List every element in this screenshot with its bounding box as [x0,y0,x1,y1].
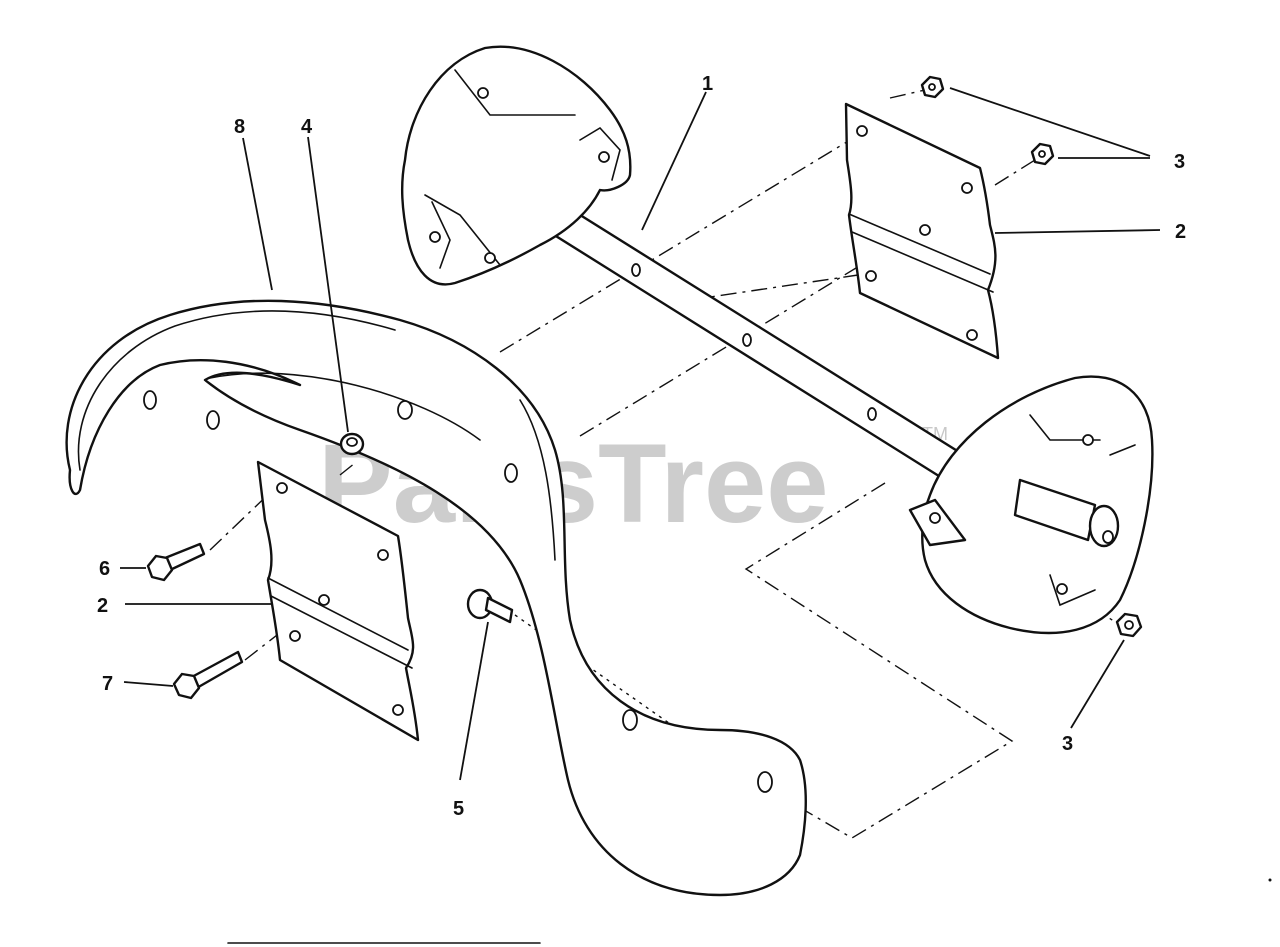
callout-1: 1 [702,73,713,95]
callout-5: 5 [453,798,464,820]
callout-2-upper: 2 [1175,221,1186,243]
callout-2-lower: 2 [97,595,108,617]
hex-nut-2 [1030,142,1055,166]
end-housing-right [908,375,1154,635]
hex-nut-3 [1115,612,1143,638]
auger-flighting [65,299,807,897]
hex-nut-1 [920,75,945,99]
hex-bolt-long [172,650,244,700]
callout-4: 4 [301,116,313,138]
callouts: 1 2 2 3 3 4 5 6 7 8 [97,73,1186,820]
hex-bolt-short [146,542,206,582]
callout-6: 6 [99,558,110,580]
paddle-plate-lower [256,460,420,742]
spacer [339,432,365,456]
end-housing-left [400,45,632,286]
leader-lines [120,87,1161,781]
scan-artifacts [227,878,1272,944]
callout-7: 7 [102,673,113,695]
callout-3-upper: 3 [1174,151,1185,173]
paddle-plate-upper [844,102,1000,360]
carriage-bolt [466,588,514,624]
callout-3-lower: 3 [1062,733,1073,755]
callout-8: 8 [234,116,245,138]
